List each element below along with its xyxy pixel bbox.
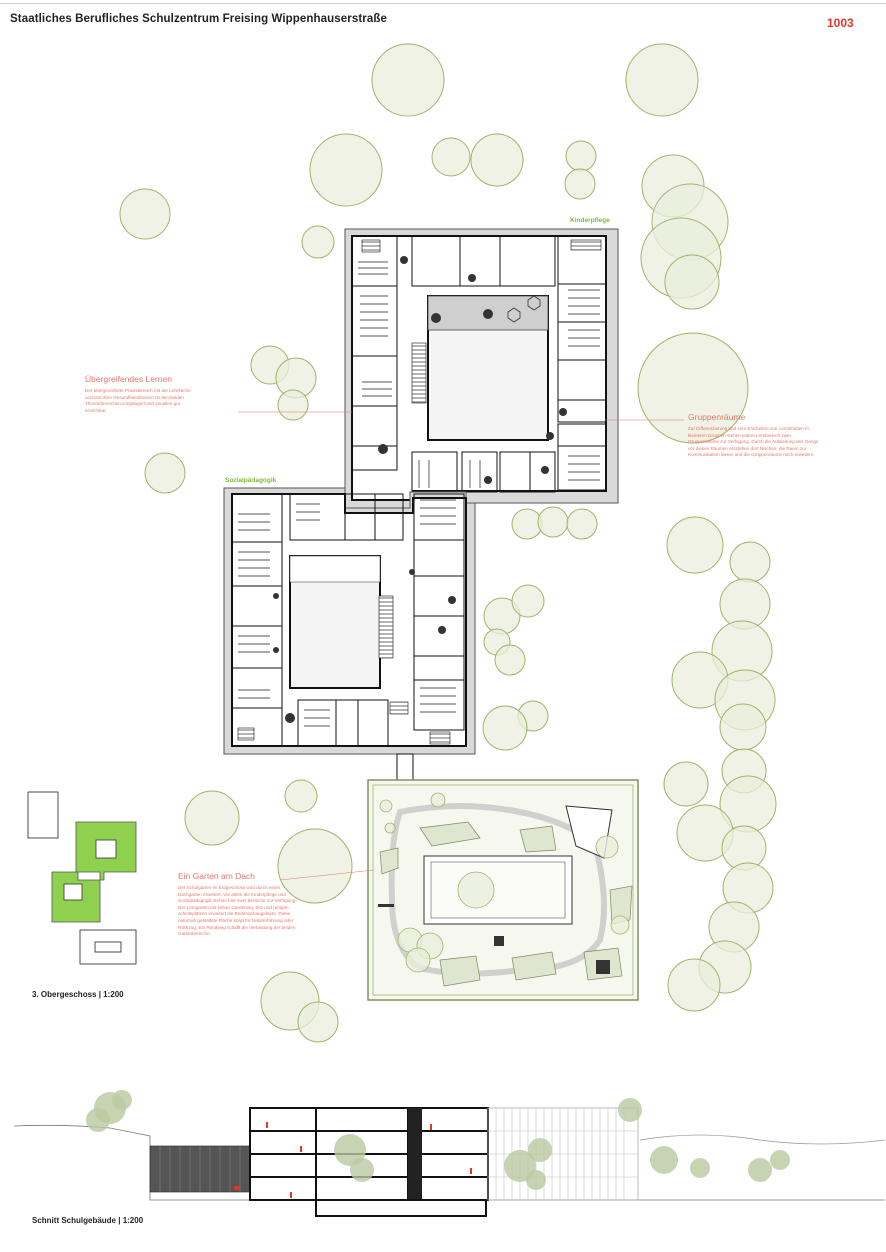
trees bbox=[119, 43, 777, 1043]
annotation-heading: Gruppenräume bbox=[688, 412, 746, 422]
annotation-line: Rückzug. Ein Rundweg schafft die Verbind… bbox=[178, 924, 296, 930]
annotation-gruppen: Gruppenräume Zur Differenzierung und zum… bbox=[688, 412, 878, 459]
annotation-line: Der Lerngarten mit Urban Gardening, Sitz… bbox=[178, 904, 289, 910]
annotation-line: naturnah gestaltete Fläche sorgt für Nat… bbox=[178, 917, 294, 923]
page-title: Staatliches Berufliches Schulzentrum Fre… bbox=[10, 13, 387, 25]
annotation-garten: Ein Garten am Dach Der Schulgarten im Er… bbox=[178, 871, 343, 938]
roof-garden bbox=[367, 779, 639, 1001]
sheet-number: 1003 bbox=[827, 16, 854, 30]
building-north bbox=[344, 228, 619, 509]
annotation-line: Der Schulgarten im Erdgeschoss wird durc… bbox=[178, 885, 281, 890]
annotation-line: Kommunikation bieten und die Gruppenräum… bbox=[688, 452, 815, 458]
annotation-line: erreichbar. bbox=[85, 407, 107, 413]
annotation-line: Sozialpädagogik stehen hier zwei Bereich… bbox=[178, 898, 297, 904]
leader-lines bbox=[238, 411, 684, 881]
annotation-line: Arbeitsplätzen erweitert die Bodenanbaug… bbox=[178, 911, 291, 917]
top-rule bbox=[0, 3, 886, 4]
label-sozialpaedagogik: Sozialpädagogik bbox=[225, 477, 277, 484]
annotation-line: Gruppenräume zur Verfügung. Durch die Au… bbox=[688, 439, 819, 445]
key-plan bbox=[27, 791, 137, 965]
annotation-line: kleineren Gruppen stehen jedem Lernberei… bbox=[688, 432, 791, 438]
annotation-line: Gartenbereiche. bbox=[178, 931, 211, 937]
floor-plan-caption: 3. Obergeschoss | 1:200 bbox=[32, 990, 124, 999]
annotation-line: Zur Differenzierung und zum Erarbeiten v… bbox=[688, 426, 809, 431]
annotation-heading: Übergreifendes Lernen bbox=[85, 374, 172, 384]
section-drawing bbox=[13, 1090, 886, 1217]
annotation-line: vor diesen Räumen entstehen dort Nischen… bbox=[688, 445, 807, 451]
annotation-line: Theoriebereichen vorgelagert und vonalle… bbox=[85, 401, 181, 407]
annotation-lernen: Übergreifendes Lernen Der übergeordnete … bbox=[85, 374, 245, 414]
annotation-line: Der übergeordnete Praxisbereich mit der … bbox=[85, 388, 191, 393]
building-south bbox=[223, 487, 476, 755]
annotation-line: und und dem Gesundheitsbereich ist den b… bbox=[85, 394, 184, 400]
section-caption: Schnitt Schulgebäude | 1:200 bbox=[32, 1216, 144, 1225]
label-kinderpflege: Kinderpflege bbox=[570, 217, 610, 224]
annotation-heading: Ein Garten am Dach bbox=[178, 871, 256, 881]
annotation-line: Dachgarten erweitert. Vor allem die Kind… bbox=[178, 891, 286, 897]
